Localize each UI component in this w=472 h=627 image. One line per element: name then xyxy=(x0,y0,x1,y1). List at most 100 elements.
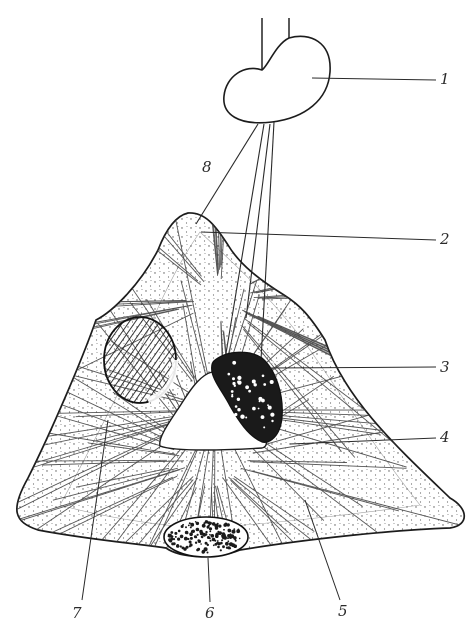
bottom-granular-ellipse xyxy=(164,517,248,557)
granule xyxy=(201,536,203,538)
granule xyxy=(216,542,219,545)
granule xyxy=(209,537,211,539)
granule xyxy=(185,526,187,528)
granule xyxy=(212,538,216,542)
granule xyxy=(225,542,229,546)
mass-dot xyxy=(258,408,260,410)
granule xyxy=(233,528,235,530)
mass-dot xyxy=(263,426,265,428)
granule xyxy=(227,534,230,537)
label-7: 7 xyxy=(72,606,82,621)
granule xyxy=(196,522,199,525)
granule xyxy=(220,549,222,551)
granule xyxy=(185,537,187,539)
mass-dot xyxy=(237,376,241,380)
granule xyxy=(217,546,220,549)
granule xyxy=(233,544,237,548)
granule xyxy=(180,535,184,539)
granule xyxy=(169,539,172,542)
mass-dot xyxy=(252,407,256,411)
fiber-line xyxy=(251,218,377,284)
mass-dot xyxy=(237,381,241,385)
granule xyxy=(222,545,225,548)
fiber-line xyxy=(256,266,392,293)
granule xyxy=(209,531,211,533)
granule xyxy=(218,525,221,528)
granule xyxy=(233,536,237,540)
granule xyxy=(195,542,197,544)
granule xyxy=(218,531,222,535)
mass-dot xyxy=(267,404,269,406)
granule xyxy=(200,543,202,545)
granule xyxy=(205,531,207,533)
granule xyxy=(202,533,206,537)
mass-dot xyxy=(232,377,235,380)
granule xyxy=(187,538,189,540)
granule xyxy=(202,524,206,528)
granule xyxy=(227,537,229,539)
granule xyxy=(227,523,230,526)
mass-dot xyxy=(232,361,236,365)
granule xyxy=(195,537,197,539)
left-dark-oval xyxy=(104,317,176,403)
upper-ovoid-structure xyxy=(224,36,330,122)
granule xyxy=(217,540,219,542)
granule xyxy=(189,532,193,536)
mass-dot xyxy=(270,361,273,364)
granule xyxy=(231,535,233,537)
granule xyxy=(176,544,179,547)
granule xyxy=(190,537,193,540)
granule xyxy=(180,545,182,547)
granule xyxy=(192,530,195,533)
granule xyxy=(175,536,177,538)
mass-dot xyxy=(258,397,262,401)
granule xyxy=(214,524,218,528)
fiber-line xyxy=(258,287,472,298)
granule xyxy=(188,525,190,527)
mass-dot xyxy=(252,380,256,384)
granule xyxy=(181,525,184,528)
mass-dot xyxy=(270,380,274,384)
granule xyxy=(189,541,192,544)
granule xyxy=(213,544,215,546)
mass-dot xyxy=(273,362,275,364)
mass-dot xyxy=(248,390,251,393)
fiber-line xyxy=(250,215,380,285)
label-3: 3 xyxy=(440,360,450,375)
granule xyxy=(207,552,209,554)
fiber-line xyxy=(220,136,221,268)
granule xyxy=(229,547,231,549)
mass-dot xyxy=(261,415,265,419)
mass-dot xyxy=(240,415,244,419)
granule xyxy=(186,532,188,534)
granule xyxy=(203,522,205,524)
granule xyxy=(202,550,205,553)
granule xyxy=(238,529,240,531)
label-4: 4 xyxy=(440,430,450,445)
granule xyxy=(197,539,200,542)
granule xyxy=(168,534,170,536)
granule xyxy=(222,532,225,535)
label-6: 6 xyxy=(205,606,215,621)
label-5: 5 xyxy=(338,604,348,619)
granule xyxy=(226,547,228,549)
granule xyxy=(182,547,185,550)
granule xyxy=(177,538,180,541)
mass-dot xyxy=(268,406,272,410)
label-1: 1 xyxy=(440,72,450,87)
granule xyxy=(239,538,241,540)
mass-dot xyxy=(231,394,233,396)
granule xyxy=(221,539,223,541)
granule xyxy=(207,526,210,529)
granule xyxy=(227,540,229,542)
granule xyxy=(228,529,232,533)
granule xyxy=(174,532,177,535)
granule xyxy=(196,528,200,532)
granule xyxy=(232,530,236,534)
mass-dot xyxy=(232,382,235,385)
granule xyxy=(190,523,194,527)
mass-dot xyxy=(245,417,247,419)
granule xyxy=(171,542,174,545)
mass-dot xyxy=(237,408,240,411)
